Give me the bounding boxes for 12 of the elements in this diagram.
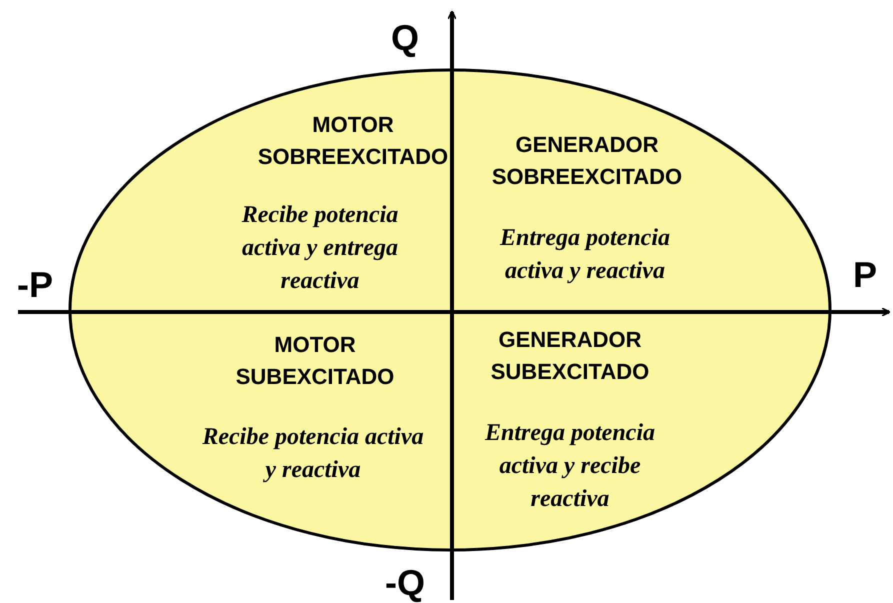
axis-label: -P xyxy=(16,265,54,305)
quadrant-description: Recibe potencia activa y reactiva xyxy=(201,423,425,485)
quadrant-title: GENERADOR SUBEXCITADO xyxy=(490,326,650,386)
axis-label: -Q xyxy=(384,563,426,603)
axis-label: P xyxy=(852,255,878,295)
quadrant-description: Entrega potencia activa y reactiva xyxy=(498,224,671,286)
quadrant-description: Recibe potencia activa y entrega reactiva xyxy=(240,201,400,296)
axis-label: Q xyxy=(390,18,420,58)
quadrant-title: MOTOR SOBREEXCITADO xyxy=(256,111,450,171)
quadrant-title: GENERADOR SOBREEXCITADO xyxy=(490,131,684,191)
quadrant-title: MOTOR SUBEXCITADO xyxy=(234,331,396,391)
quadrant-description: Entrega potencia activa y recibe reactiva xyxy=(484,419,656,514)
